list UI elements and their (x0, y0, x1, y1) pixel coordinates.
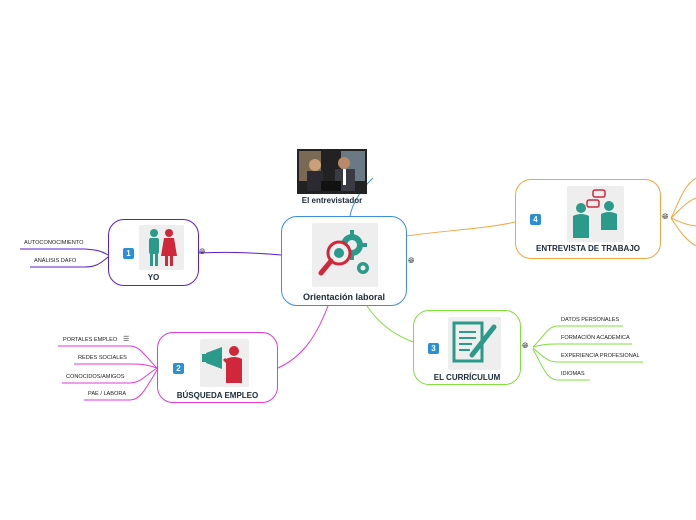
notes-icon[interactable]: ☰ (123, 336, 130, 343)
busqueda-title: BÚSQUEDA EMPLEO (176, 391, 259, 400)
curriculum-node[interactable]: 3 EL CURRÍCULUM (413, 310, 521, 385)
busqueda-node[interactable]: 2 BÚSQUEDA EMPLEO (157, 332, 278, 403)
curriculum-title: EL CURRÍCULUM (433, 373, 501, 382)
leaf-analisis-dafo[interactable]: ANÁLISIS DAFO (34, 258, 77, 264)
photo-title: El entrevistador (301, 196, 363, 205)
leaf-experiencia-profesional[interactable]: EXPERIENCIA PROFESIONAL (561, 353, 640, 359)
interviewer-photo (297, 149, 367, 194)
branch-number: 3 (428, 343, 439, 354)
people-icon (139, 225, 184, 270)
megaphone-person-icon (200, 339, 249, 387)
leaf-portales-empleo[interactable]: PORTALES EMPLEO (63, 337, 118, 343)
interview-people-icon (567, 186, 624, 242)
leaf-autoconocimiento[interactable]: AUTOCONOCIMIENTO (24, 240, 84, 246)
branch-number: 1 (123, 248, 134, 259)
center-title: Orientación laboral (302, 292, 386, 302)
entrevista-node[interactable]: 4 ENTREVISTA DE TRABAJO (515, 179, 661, 259)
branch-number: 4 (530, 214, 541, 225)
leaf-idiomas[interactable]: IDIOMAS (561, 371, 585, 377)
leaf-formacion-academica[interactable]: FORMACIÓN ACADÉMICA (561, 335, 630, 341)
leaf-conocidos-amigos[interactable]: CONOCIDOS/AMIGOS (66, 374, 125, 380)
leaf-pae-labora[interactable]: PAE / LABORA (88, 391, 127, 397)
branch-number: 2 (173, 363, 184, 374)
globe-icon[interactable]: 🌐︎ (408, 256, 415, 265)
globe-icon[interactable]: 🌐︎ (199, 247, 206, 256)
document-pen-icon (448, 317, 501, 370)
search-gear-icon (312, 223, 378, 287)
globe-icon[interactable]: 🌐︎ (522, 341, 529, 350)
entrevista-title: ENTREVISTA DE TRABAJO (535, 244, 640, 253)
yo-title: YO (147, 273, 160, 282)
center-node[interactable]: Orientación laboral (281, 216, 407, 306)
yo-node[interactable]: 1 YO (108, 219, 199, 286)
leaf-redes-sociales[interactable]: REDES SOCIALES (78, 355, 127, 361)
globe-icon[interactable]: 🌐︎ (662, 212, 669, 221)
leaf-datos-personales[interactable]: DATOS PERSONALES (561, 317, 620, 323)
